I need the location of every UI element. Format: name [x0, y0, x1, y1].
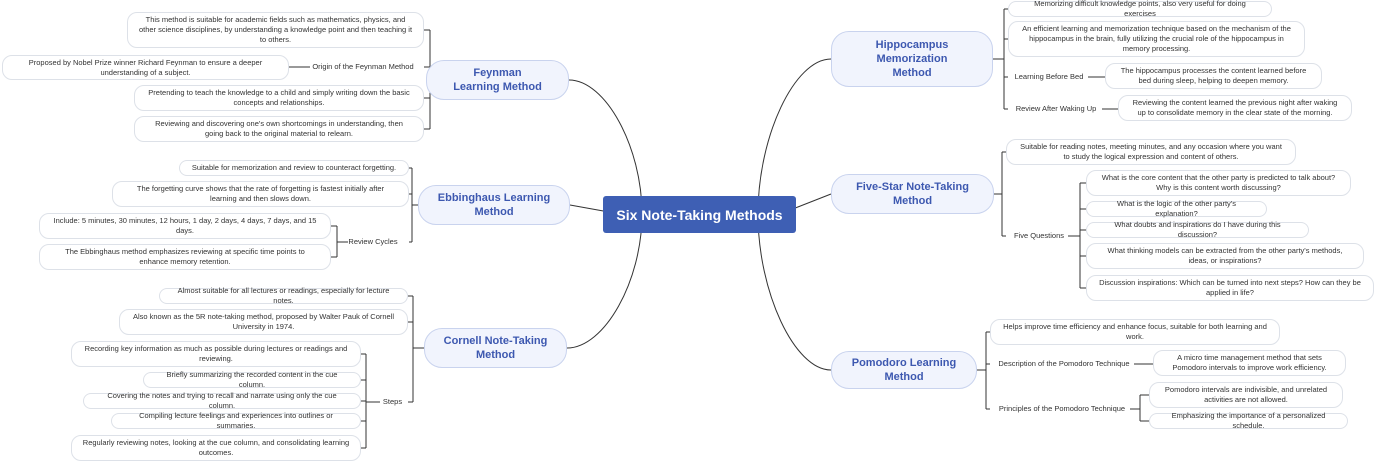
hippocampus-suitability[interactable]: Memorizing difficult knowledge points, a… — [1008, 0, 1272, 18]
bracket-five-questions — [1068, 182, 1086, 289]
pomodoro-principle-schedule[interactable]: Emphasizing the importance of a personal… — [1149, 411, 1348, 430]
bracket-review-cycles — [331, 225, 348, 258]
five-star-question-5[interactable]: Discussion inspirations: Which can be tu… — [1086, 275, 1374, 301]
bracket-steps — [361, 353, 380, 449]
bracket-five-star — [994, 151, 1006, 237]
cornell-step-reflect[interactable]: Compiling lecture feelings and experienc… — [111, 411, 361, 430]
hippocampus-bed-label[interactable]: Learning Before Bed — [1014, 72, 1084, 81]
feynman-origin-label[interactable]: Origin of the Feynman Method — [312, 62, 414, 71]
feynman-teach-child[interactable]: Pretending to teach the knowledge to a c… — [134, 85, 424, 111]
cornell-step-record[interactable]: Recording key information as much as pos… — [71, 341, 361, 367]
cornell-steps-label[interactable]: Steps — [382, 397, 403, 406]
cornell-5r-origin[interactable]: Also known as the 5R note-taking method,… — [119, 309, 408, 335]
pomodoro-description-text[interactable]: A micro time management method that sets… — [1153, 350, 1346, 376]
five-star-suitability[interactable]: Suitable for reading notes, meeting minu… — [1006, 139, 1296, 165]
topic-five-star[interactable]: Five-Star Note-Taking Method — [831, 174, 994, 214]
topic-ebbinghaus[interactable]: Ebbinghaus Learning Method — [418, 185, 570, 225]
link-root-cornell — [566, 213, 643, 349]
root-topic[interactable]: Six Note-Taking Methods — [603, 196, 796, 233]
topic-hippocampus[interactable]: Hippocampus Memorization Method — [831, 31, 993, 87]
five-star-question-2[interactable]: What is the logic of the other party's e… — [1086, 199, 1267, 218]
ebbinghaus-suitability[interactable]: Suitable for memorization and review to … — [179, 160, 409, 176]
feynman-origin-text[interactable]: Proposed by Nobel Prize winner Richard F… — [2, 55, 289, 80]
pomodoro-principles-label[interactable]: Principles of the Pomodoro Technique — [998, 404, 1126, 413]
link-root-pomodoro — [757, 213, 832, 371]
pomodoro-description-label[interactable]: Description of the Pomodoro Technique — [998, 359, 1130, 368]
hippocampus-bed-text[interactable]: The hippocampus processes the content le… — [1105, 63, 1322, 89]
link-root-feynman — [568, 79, 643, 215]
ebbinghaus-cycles-times[interactable]: Include: 5 minutes, 30 minutes, 12 hours… — [39, 213, 331, 239]
five-star-question-3[interactable]: What doubts and inspirations do I have d… — [1086, 220, 1309, 239]
topic-pomodoro[interactable]: Pomodoro Learning Method — [831, 351, 977, 389]
bracket-cornell — [408, 295, 424, 403]
hippocampus-wake-label[interactable]: Review After Waking Up — [1015, 104, 1097, 113]
cornell-step-recall[interactable]: Covering the notes and trying to recall … — [83, 391, 361, 410]
bracket-ebbinghaus — [409, 167, 418, 243]
link-root-hippocampus — [757, 58, 832, 215]
ebbinghaus-forgetting-curve[interactable]: The forgetting curve shows that the rate… — [112, 181, 409, 207]
ebbinghaus-review-cycles-label[interactable]: Review Cycles — [348, 237, 398, 246]
cornell-step-review[interactable]: Regularly reviewing notes, looking at th… — [71, 435, 361, 461]
bracket-hippocampus — [993, 8, 1008, 110]
feynman-suitability[interactable]: This method is suitable for academic fie… — [127, 12, 424, 48]
five-star-questions-label[interactable]: Five Questions — [1013, 231, 1065, 240]
ebbinghaus-cycles-emphasis[interactable]: The Ebbinghaus method emphasizes reviewi… — [39, 244, 331, 270]
bracket-principles — [1130, 394, 1149, 422]
topic-feynman[interactable]: Feynman Learning Method — [426, 60, 569, 100]
hippocampus-definition[interactable]: An efficient learning and memorization t… — [1008, 21, 1305, 57]
hippocampus-wake-text[interactable]: Reviewing the content learned the previo… — [1118, 95, 1352, 121]
five-star-question-4[interactable]: What thinking models can be extracted fr… — [1086, 243, 1364, 269]
pomodoro-principle-indivisible[interactable]: Pomodoro intervals are indivisible, and … — [1149, 382, 1343, 408]
five-star-question-1[interactable]: What is the core content that the other … — [1086, 170, 1351, 196]
cornell-step-summarize[interactable]: Briefly summarizing the recorded content… — [143, 370, 361, 389]
pomodoro-suitability[interactable]: Helps improve time efficiency and enhanc… — [990, 319, 1280, 345]
bracket-pomodoro — [977, 331, 990, 410]
topic-cornell[interactable]: Cornell Note-Taking Method — [424, 328, 567, 368]
feynman-review-gaps[interactable]: Reviewing and discovering one's own shor… — [134, 116, 424, 142]
cornell-suitability[interactable]: Almost suitable for all lectures or read… — [159, 286, 408, 305]
